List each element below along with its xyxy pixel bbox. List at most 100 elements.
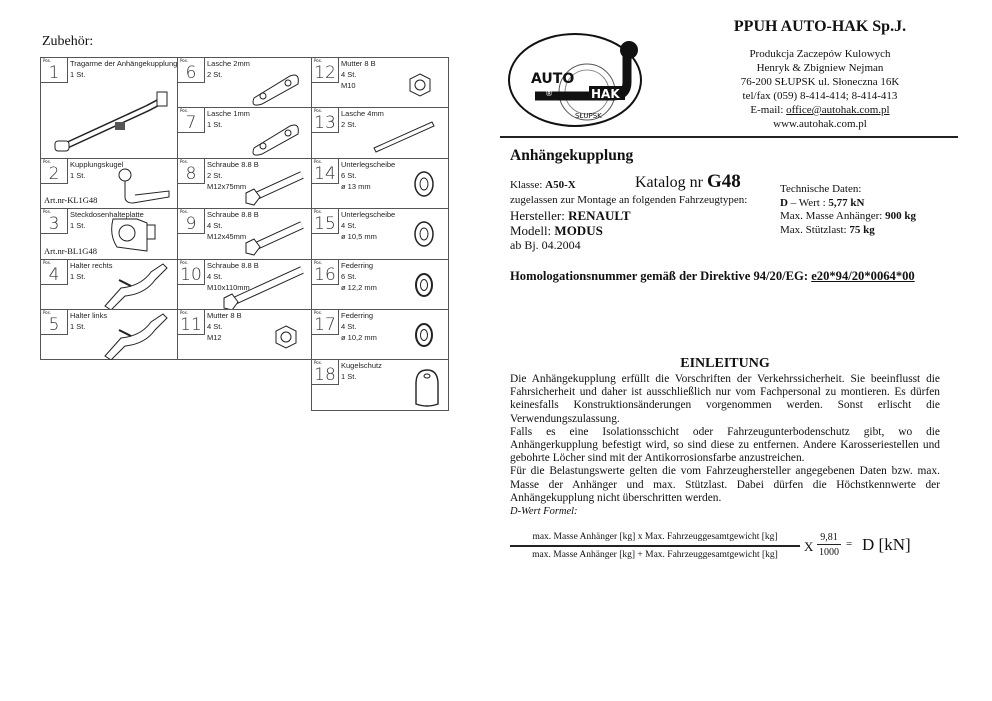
part-name: Unterlegscheibe xyxy=(341,159,396,169)
pos-box: Pos.12 xyxy=(312,58,339,83)
part-spec: M10x110mm xyxy=(207,282,250,292)
part-name: Federring xyxy=(341,311,374,320)
nut-icon xyxy=(273,324,299,355)
address-line: 76-200 SŁUPSK ul. Słoneczna 16K xyxy=(740,76,900,88)
part-name: Schraube 8.8 B xyxy=(207,159,259,169)
pos-box: Pos.3 xyxy=(41,209,68,235)
formula-numerator: max. Masse Anhänger [kg] x Max. Fahrzeug… xyxy=(532,532,778,542)
pos-number: 5 xyxy=(48,315,60,335)
part-quantity: 4 St. xyxy=(341,70,357,79)
auto-hak-logo: AUTO HAK SŁUPSK ® xyxy=(508,33,642,127)
nut-icon xyxy=(407,72,433,103)
equals-sign: = xyxy=(846,538,853,550)
pos-label: Pos. xyxy=(43,209,52,215)
part-quantity: 1 St. xyxy=(70,221,86,231)
spring-washer-icon xyxy=(412,270,436,305)
email-label: E-mail: xyxy=(750,104,787,116)
part-name: Federring xyxy=(341,260,374,270)
part-spec: M10 xyxy=(341,81,356,90)
part-name: Lasche 2mm xyxy=(207,59,250,68)
part-quantity: 6 St. xyxy=(341,271,357,281)
pos-box: Pos.7 xyxy=(178,108,205,134)
pos-box: Pos.15 xyxy=(312,209,339,235)
approved-text: zugelassen zur Montage an folgenden Fahr… xyxy=(510,194,748,206)
pos-number: 15 xyxy=(314,214,336,235)
part-spec: ø 12,2 mm xyxy=(341,282,377,292)
pos-number: 4 xyxy=(48,264,60,285)
article-number: Art.nr-BL1G48 xyxy=(44,245,97,256)
pos-box: Pos.2 xyxy=(41,158,68,184)
pos-box: Pos.9 xyxy=(178,209,205,235)
part-name: Halter rechts xyxy=(70,260,113,270)
plate-icon xyxy=(246,118,306,163)
pos-label: Pos. xyxy=(180,310,189,315)
pos-label: Pos. xyxy=(180,108,189,114)
pos-number: 17 xyxy=(314,315,336,335)
pos-label: Pos. xyxy=(314,310,323,315)
pos-box: Pos.6 xyxy=(178,58,205,83)
part-name: Lasche 1mm xyxy=(207,109,250,119)
pos-label: Pos. xyxy=(314,360,323,366)
part-quantity: 1 St. xyxy=(70,322,86,331)
formula-denominator: max. Masse Anhänger [kg] + Max. Fahrzeug… xyxy=(532,550,778,560)
pos-box: Pos.1 xyxy=(41,58,68,83)
part-quantity: 1 St. xyxy=(70,70,86,79)
accessories-heading: Zubehör: xyxy=(42,34,94,49)
pos-label: Pos. xyxy=(314,58,323,63)
fraction-line xyxy=(510,545,800,547)
part-quantity: 2 St. xyxy=(207,170,223,180)
company-address: Produkcja Zaczepów Kulowych Henryk & Zbi… xyxy=(720,47,920,131)
pos-box: Pos.16 xyxy=(312,259,339,285)
address-line: Henryk & Zbigniew Nejman xyxy=(756,62,884,74)
pos-label: Pos. xyxy=(43,310,52,315)
ball-cover-icon xyxy=(412,368,442,413)
part-quantity: 2 St. xyxy=(341,120,357,130)
part-spec: M12x75mm xyxy=(207,181,247,191)
homologation: Homologationsnummer gemäß der Direktive … xyxy=(510,269,915,283)
part-name: Schraube 8.8 B xyxy=(207,210,259,220)
pos-box: Pos.18 xyxy=(312,360,339,386)
company-name: PPUH AUTO-HAK Sp.J. xyxy=(733,18,907,35)
email-link[interactable]: office@autohak.com.pl xyxy=(786,104,890,116)
pos-number: 6 xyxy=(185,63,197,83)
katalog-number: Katalog nr G48 xyxy=(635,171,741,192)
long-plate-icon xyxy=(370,116,440,161)
pos-box: Pos.11 xyxy=(178,310,205,335)
website-link[interactable]: www.autohak.com.pl xyxy=(773,118,867,130)
bolt-icon xyxy=(240,217,310,262)
pos-number: 3 xyxy=(48,214,60,235)
pos-box: Pos.5 xyxy=(41,310,68,335)
washer-icon xyxy=(412,169,436,204)
part-name: Steckdosenhalteplatte xyxy=(70,210,144,220)
pos-box: Pos.10 xyxy=(178,259,205,285)
pos-number: 8 xyxy=(185,163,197,184)
pos-number: 1 xyxy=(48,63,60,83)
part-quantity: 4 St. xyxy=(207,271,223,281)
bracket-icon xyxy=(101,260,171,315)
part-quantity: 4 St. xyxy=(341,322,357,331)
pos-label: Pos. xyxy=(180,259,189,265)
article-number: Art.nr-KL1G48 xyxy=(44,195,98,206)
part-spec: ø 10,5 mm xyxy=(341,232,377,242)
pos-number: 10 xyxy=(180,264,202,285)
spring-washer-icon xyxy=(412,320,436,355)
socket-plate-icon xyxy=(107,215,167,260)
part-name: Kupplungskugel xyxy=(70,159,124,169)
pos-box: Pos.17 xyxy=(312,310,339,335)
part-name: Kugelschutz xyxy=(341,361,382,371)
pos-number: 14 xyxy=(314,163,336,184)
part-name: Schraube 8.8 B xyxy=(207,260,259,270)
part-name: Halter links xyxy=(70,311,108,320)
